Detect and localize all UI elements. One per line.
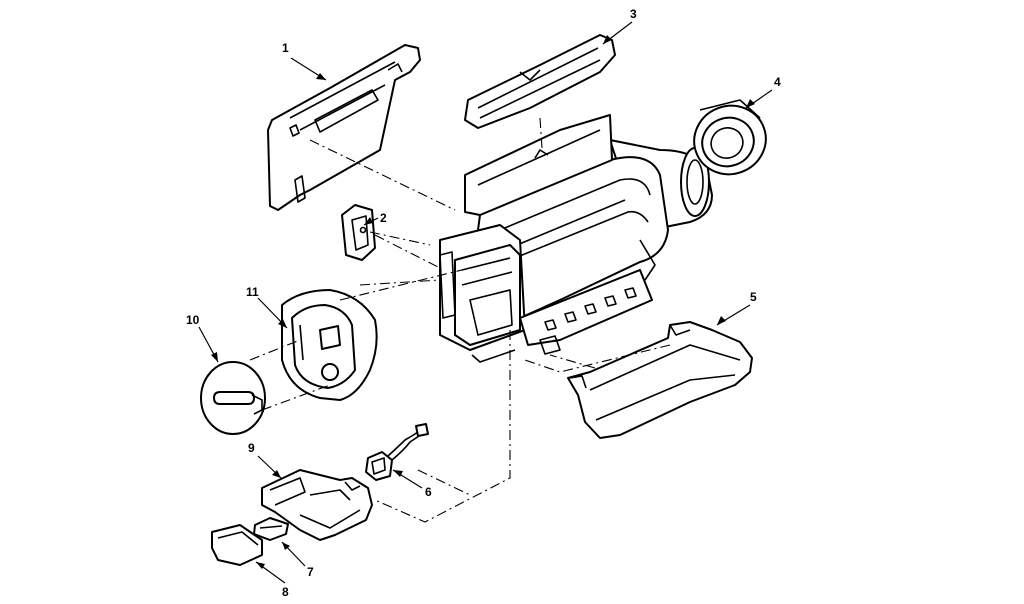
part-2-bracket	[341, 204, 376, 261]
callout-2: 2	[380, 211, 387, 225]
callout-labels: 1 2 3 4 5 6 7 8 9 10 11	[186, 7, 781, 599]
part-3-grip-pad	[464, 34, 616, 129]
part-5-bottom-cover	[567, 321, 753, 439]
part-1-side-cover	[267, 44, 421, 211]
callout-9: 9	[248, 441, 255, 455]
callout-1: 1	[282, 41, 289, 55]
part-11-front-ring	[281, 289, 378, 401]
part-8-terminal-cover	[211, 524, 263, 566]
part-7-clip	[253, 517, 289, 541]
callout-3: 3	[630, 7, 637, 21]
assembly-lines	[249, 117, 671, 523]
part-6-connector	[365, 423, 429, 481]
callout-4: 4	[774, 75, 781, 89]
callout-7: 7	[307, 565, 314, 579]
part-4-eyepiece-ring	[693, 99, 767, 176]
callout-8: 8	[282, 585, 289, 599]
callout-5: 5	[750, 290, 757, 304]
callout-10: 10	[186, 313, 200, 327]
part-9-battery-holder	[261, 469, 373, 541]
callout-6: 6	[425, 485, 432, 499]
part-10-round-cap	[200, 361, 266, 435]
callout-leaders	[198, 21, 773, 584]
camera-main-body	[439, 114, 713, 363]
callout-11: 11	[246, 285, 259, 299]
